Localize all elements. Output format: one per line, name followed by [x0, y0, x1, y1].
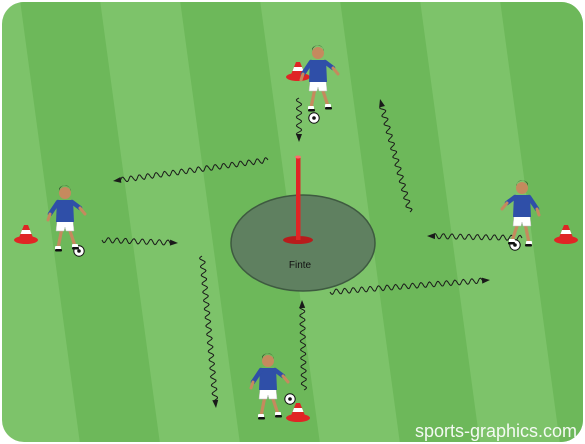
- watermark: sports-graphics.com: [415, 421, 577, 441]
- ball-icon: [285, 394, 295, 404]
- feint-label: Finte: [289, 260, 312, 271]
- ball-icon: [309, 113, 319, 123]
